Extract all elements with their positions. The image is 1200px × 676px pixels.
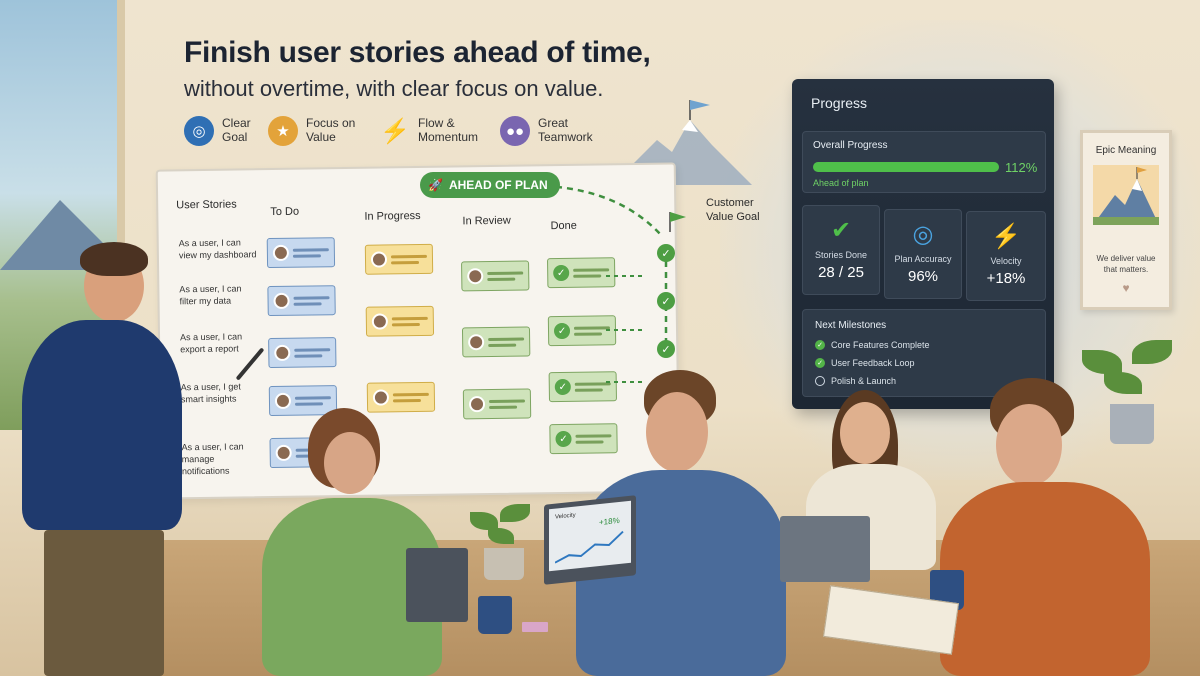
laptop-velocity[interactable]: Velocity +18% xyxy=(544,495,636,585)
feature-label: Clear Goal xyxy=(222,116,251,144)
check-icon: ✓ xyxy=(815,358,825,368)
overall-progress-card: Overall Progress 112% Ahead of plan xyxy=(802,131,1046,193)
milestone-item: Polish & Launch xyxy=(815,376,896,386)
feature-great-teamwork: ●● Great Teamwork xyxy=(500,116,608,146)
poster-message: We deliver value that matters. xyxy=(1096,254,1156,274)
stat-value: 96% xyxy=(907,268,939,285)
overall-progress-value: 112% xyxy=(1005,160,1038,175)
check-icon: ✓ xyxy=(815,340,825,350)
stat-card-velocity: ⚡ Velocity +18% xyxy=(966,211,1046,301)
progress-bar-fill xyxy=(813,162,999,172)
target-icon: ◎ xyxy=(912,221,934,248)
head xyxy=(840,402,890,464)
orange-sweater xyxy=(940,482,1150,676)
coffee-mug xyxy=(478,596,512,634)
laptop[interactable] xyxy=(780,516,870,582)
lightning-icon: ⚡ xyxy=(991,223,1021,250)
overall-progress-status: Ahead of plan xyxy=(813,178,869,188)
team-member-orange-sweater xyxy=(940,378,1150,676)
stat-label: Stories Done xyxy=(814,250,868,260)
team-member-green-sweater xyxy=(262,408,442,676)
milestone-item: ✓ Core Features Complete xyxy=(815,340,930,350)
check-icon: ✓ xyxy=(657,292,675,310)
laptop-screen: Velocity +18% xyxy=(549,500,631,572)
feature-flow-momentum: ⚡ Flow & Momentum xyxy=(380,116,488,146)
presenter-polo-shirt xyxy=(22,320,182,530)
circle-icon xyxy=(815,376,825,386)
head xyxy=(996,404,1062,486)
stat-card-stories-done: ✔ Stories Done 28 / 25 xyxy=(802,205,880,295)
customer-value-goal-label: Customer Value Goal xyxy=(706,197,760,223)
stat-value: +18% xyxy=(986,270,1026,287)
stat-card-plan-accuracy: ◎ Plan Accuracy 96% xyxy=(884,209,962,299)
feature-clear-goal: ◎ Clear Goal xyxy=(184,116,292,146)
laptop-velocity-value: +18% xyxy=(599,515,620,528)
presenter-trousers xyxy=(44,530,164,676)
milestone-label: Polish & Launch xyxy=(831,376,897,386)
milestones-title: Next Milestones xyxy=(815,320,887,331)
milestone-label: Core Features Complete xyxy=(831,340,930,350)
head xyxy=(324,432,376,494)
stat-label: Plan Accuracy xyxy=(894,254,952,264)
plant-pot xyxy=(484,548,524,580)
feature-label: Great Teamwork xyxy=(538,116,593,144)
mountain-flag-icon xyxy=(1093,165,1159,225)
check-icon: ✓ xyxy=(657,244,675,262)
overall-progress-bar xyxy=(813,162,999,172)
milestone-label: User Feedback Loop xyxy=(831,358,915,368)
laptop-velocity-label: Velocity xyxy=(555,512,576,521)
sticky-notes xyxy=(522,622,548,632)
heart-icon: ♥ xyxy=(1122,281,1130,295)
plant-pot xyxy=(1110,404,1154,444)
progress-dashboard: Progress Overall Progress 112% Ahead of … xyxy=(792,79,1054,409)
stat-value: 28 / 25 xyxy=(818,264,864,281)
plant-leaf xyxy=(470,512,498,530)
plant-leaf xyxy=(488,528,514,544)
head xyxy=(646,392,708,472)
target-icon: ◎ xyxy=(184,116,214,146)
epic-meaning-poster: Epic Meaning We deliver value that matte… xyxy=(1080,130,1172,310)
headline-title: Finish user stories ahead of time, xyxy=(184,36,651,69)
feature-label: Focus on Value xyxy=(306,116,356,144)
feature-label: Flow & Momentum xyxy=(418,116,479,144)
plant-leaf xyxy=(1104,372,1142,394)
rocket-icon: 🚀 xyxy=(428,178,443,192)
feature-focus-on-value: ★ Focus on Value xyxy=(268,116,376,146)
stat-label: Velocity xyxy=(990,256,1022,266)
check-circle-icon: ✔ xyxy=(830,217,852,244)
headline-subtitle: without overtime, with clear focus on va… xyxy=(184,76,604,101)
badge-label: AHEAD OF PLAN xyxy=(448,178,548,192)
laptop[interactable] xyxy=(406,548,468,622)
presenter-person xyxy=(22,240,192,676)
check-icon: ✓ xyxy=(657,340,675,358)
trend-chart-icon xyxy=(555,530,624,564)
milestone-item: ✓ User Feedback Loop xyxy=(815,358,915,368)
panel-title: Progress xyxy=(811,95,868,111)
star-icon: ★ xyxy=(268,116,298,146)
overall-progress-label: Overall Progress xyxy=(813,140,888,151)
plant-leaf xyxy=(1082,350,1122,374)
poster-title: Epic Meaning xyxy=(1095,145,1157,156)
next-milestones-card: Next Milestones ✓Core Features Complete … xyxy=(802,309,1046,397)
lightning-icon: ⚡ xyxy=(380,117,410,145)
ahead-of-plan-badge: 🚀 AHEAD OF PLAN xyxy=(420,172,560,198)
presenter-hair xyxy=(80,242,148,276)
team-icon: ●● xyxy=(500,116,530,146)
